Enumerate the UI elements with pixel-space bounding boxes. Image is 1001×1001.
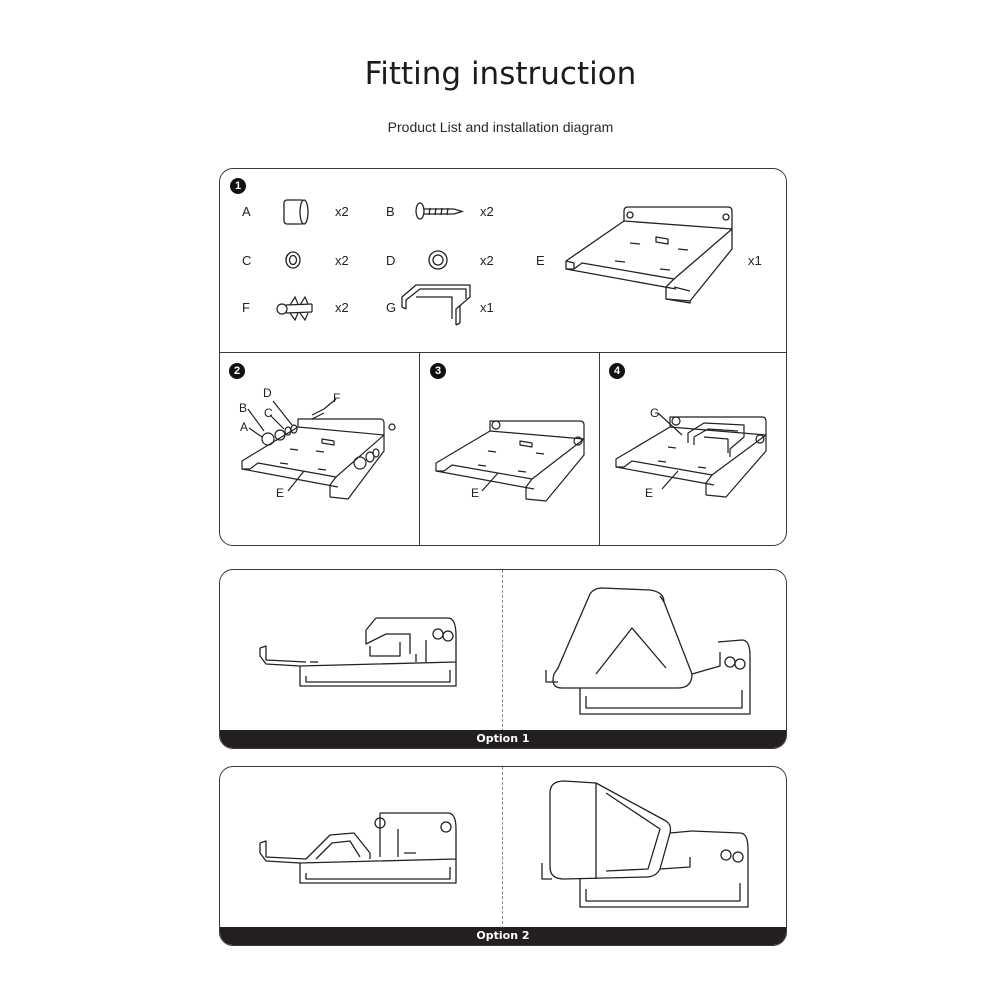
step-4-badge: 4	[609, 363, 625, 379]
part-e-label: E	[536, 253, 545, 268]
part-c-qty: x2	[335, 253, 349, 268]
callout-g: G	[650, 406, 660, 420]
option-2-label: Option 2	[220, 927, 786, 945]
part-a-qty: x2	[335, 204, 349, 219]
assembly-steps-panel: 2 3 4	[219, 352, 787, 546]
part-f-label: F	[242, 300, 250, 315]
step-3-diagram	[435, 420, 585, 502]
page-subtitle: Product List and installation diagram	[387, 119, 614, 135]
option-2-diagram	[259, 780, 749, 908]
option-2-panel: Option 2	[219, 766, 787, 946]
callout-e: E	[471, 486, 480, 500]
part-g-qty: x1	[480, 300, 494, 315]
wall-shelf-icon	[565, 206, 733, 304]
page-title: Fitting instruction	[364, 56, 637, 92]
screw-icon	[415, 202, 465, 220]
step-4-diagram	[615, 412, 767, 498]
option-1-diagram	[259, 587, 751, 715]
part-e-qty: x1	[748, 253, 762, 268]
part-a-label: A	[242, 204, 251, 219]
part-c-label: C	[242, 253, 252, 268]
option-divider	[502, 767, 503, 929]
step-1-badge: 1	[230, 178, 246, 194]
wall-anchor-icon	[276, 295, 313, 322]
callout-e: E	[276, 486, 285, 500]
step-3-badge: 3	[430, 363, 446, 379]
option-1-label: Option 1	[220, 730, 786, 748]
part-d-qty: x2	[480, 253, 494, 268]
step-divider	[599, 353, 600, 545]
callout-e: E	[645, 486, 654, 500]
part-g-label: G	[386, 300, 397, 315]
small-washer-icon	[285, 251, 301, 269]
callout-a: A	[240, 420, 249, 434]
option-divider	[502, 570, 503, 732]
step-2-diagram	[241, 398, 396, 500]
clip-bracket-icon	[401, 284, 471, 326]
part-d-label: D	[386, 253, 396, 268]
part-f-qty: x2	[335, 300, 349, 315]
part-b-qty: x2	[480, 204, 494, 219]
step-divider	[419, 353, 420, 545]
step-2-badge: 2	[229, 363, 245, 379]
washer-ring-icon	[428, 250, 448, 270]
callout-c: C	[264, 406, 273, 420]
parts-list-panel: 1 A x2 B x2 C x2 D	[219, 168, 787, 354]
callout-f: F	[333, 391, 341, 405]
callout-d: D	[263, 386, 272, 400]
part-b-label: B	[386, 204, 395, 219]
option-1-panel: Option 1	[219, 569, 787, 749]
callout-b: B	[239, 401, 248, 415]
spacer-cylinder-icon	[283, 199, 309, 225]
